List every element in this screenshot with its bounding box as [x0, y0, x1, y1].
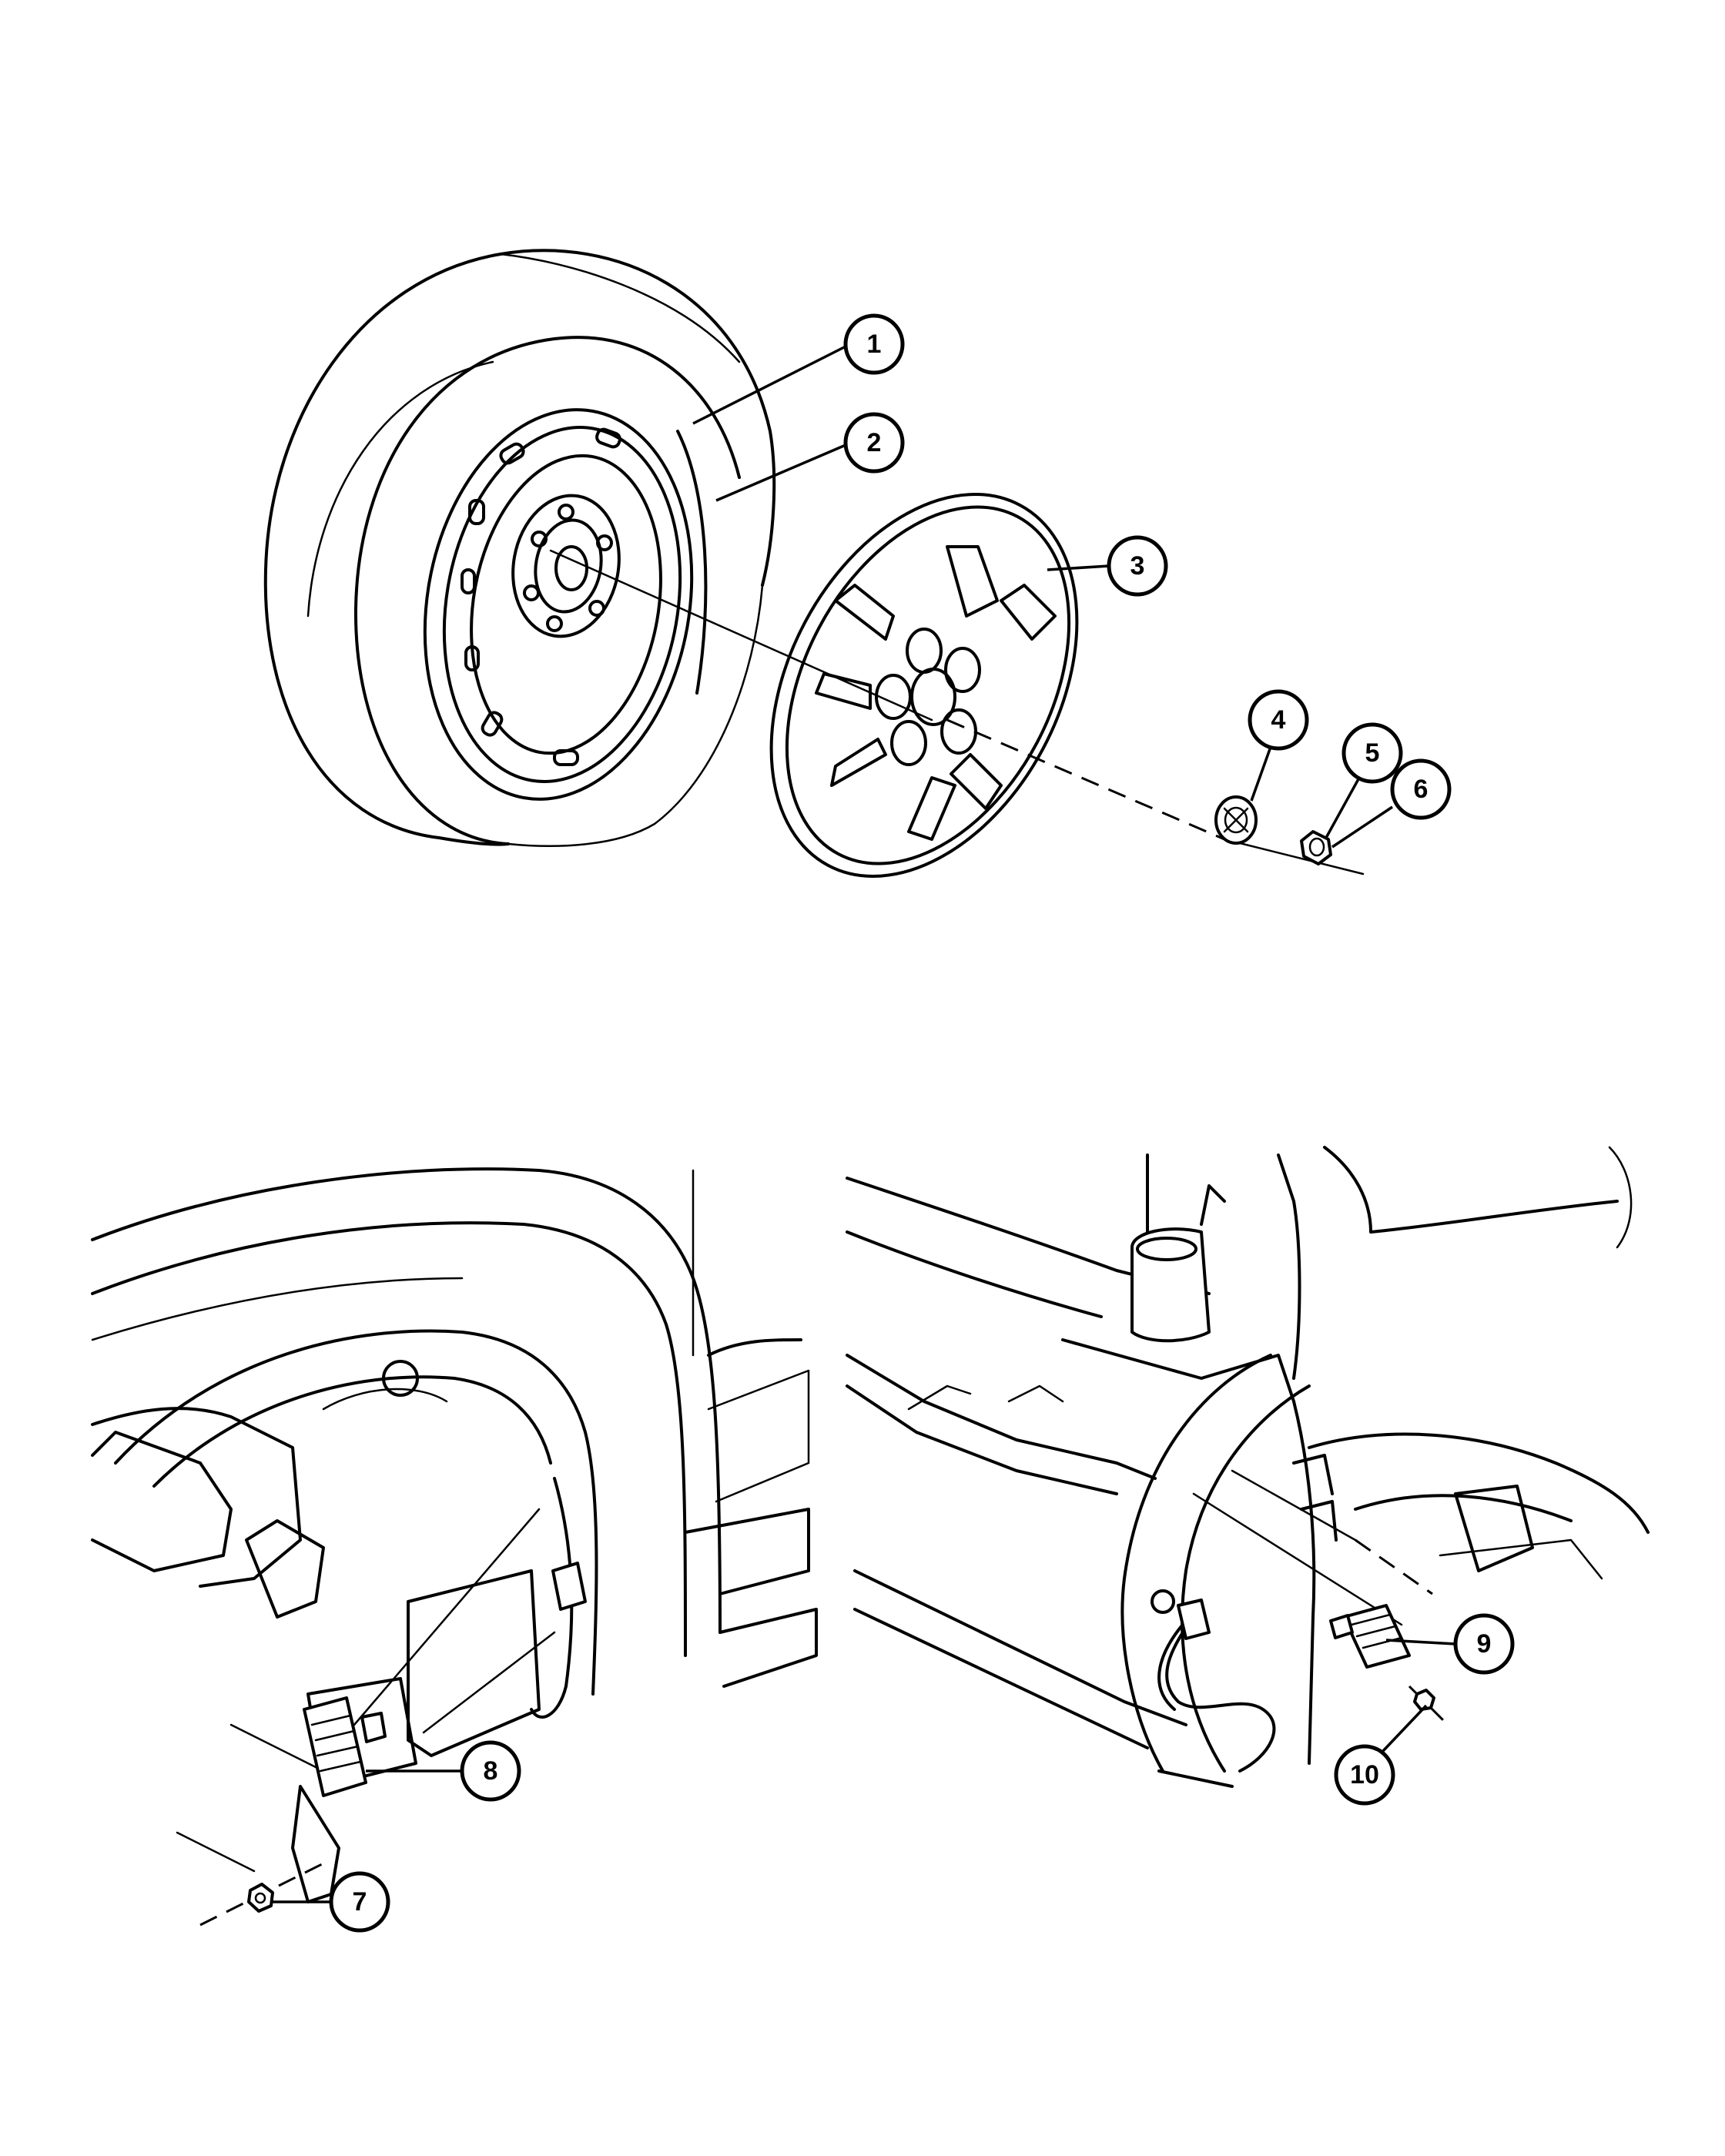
callout-7[interactable]: 7 — [329, 1871, 390, 1933]
sensor-module-illustration — [303, 1696, 387, 1797]
sensor-nut-illustration — [247, 1883, 274, 1913]
callouts: 1 2 3 4 5 6 7 8 — [271, 313, 1515, 1933]
leader-line-3 — [1047, 564, 1110, 571]
callout-1[interactable]: 1 — [843, 313, 905, 375]
leader-line-1 — [692, 345, 846, 425]
leader-line-4 — [1250, 746, 1272, 802]
callout-2[interactable]: 2 — [843, 412, 905, 474]
assembly-solid-axis — [1223, 838, 1365, 875]
leader-line-5 — [1325, 777, 1361, 839]
svg-text:2: 2 — [867, 428, 882, 457]
callout-6[interactable]: 6 — [1390, 758, 1452, 820]
callout-4[interactable]: 4 — [1248, 689, 1309, 751]
callout-10[interactable]: 10 — [1334, 1744, 1395, 1806]
wheel-cover-illustration — [769, 493, 1079, 878]
svg-text:9: 9 — [1477, 1629, 1492, 1659]
leader-line-9 — [1385, 1639, 1456, 1645]
tire-illustration — [263, 249, 776, 847]
right-body-view — [846, 1146, 1650, 1788]
sensor-module-illustration — [1329, 1604, 1411, 1669]
assembly-dashed-axis — [946, 718, 1225, 841]
svg-text:1: 1 — [867, 330, 882, 359]
callout-3[interactable]: 3 — [1107, 535, 1168, 597]
wheel-assembly — [263, 249, 1365, 878]
steel-wheel-illustration — [423, 408, 708, 801]
callout-8[interactable]: 8 — [460, 1740, 521, 1802]
svg-text:5: 5 — [1365, 738, 1380, 768]
svg-text:6: 6 — [1414, 775, 1429, 804]
leader-line-10 — [1381, 1704, 1428, 1753]
leader-line-6 — [1331, 805, 1393, 849]
svg-text:7: 7 — [353, 1887, 367, 1917]
svg-text:8: 8 — [484, 1756, 498, 1786]
sensor-nut-illustration — [1413, 1689, 1435, 1711]
callout-5[interactable]: 5 — [1341, 722, 1403, 784]
callout-9[interactable]: 9 — [1453, 1613, 1515, 1675]
svg-text:4: 4 — [1271, 705, 1286, 735]
lug-nut-illustration — [1214, 795, 1258, 845]
svg-text:3: 3 — [1130, 551, 1145, 581]
wheel-cover-nut-illustration — [1300, 830, 1332, 865]
svg-text:10: 10 — [1350, 1760, 1379, 1789]
left-body-view — [91, 1167, 818, 1927]
leader-line-2 — [715, 444, 846, 502]
assembly-axis-line — [549, 549, 933, 721]
